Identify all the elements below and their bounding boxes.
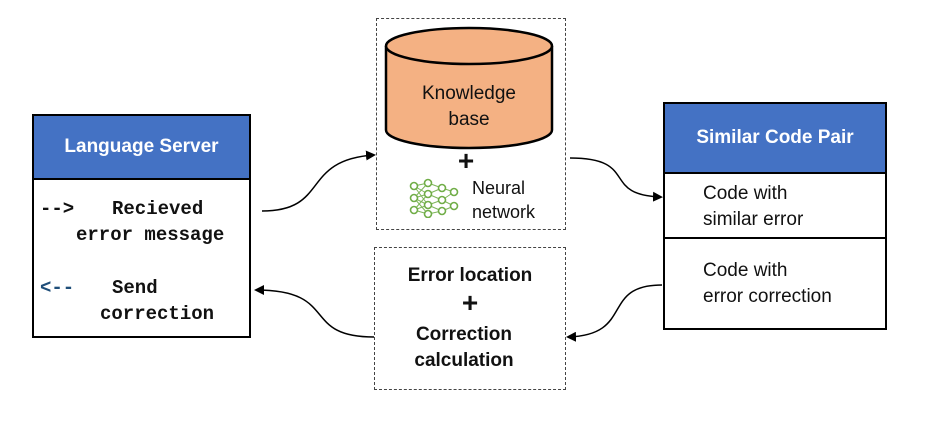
arrow-sc-to-ec <box>566 284 663 342</box>
neural-network-icon <box>409 178 459 218</box>
error-location-label: Error location <box>407 265 533 286</box>
arrow-ls-to-kb <box>261 150 376 212</box>
arrow-ec-to-ls <box>254 285 375 338</box>
error-correction-line1: Code with <box>703 260 788 281</box>
knowledge-base-label-line2: base <box>448 109 490 130</box>
similar-code-pair-title: Similar Code Pair <box>663 102 887 174</box>
correction-label-line2: calculation <box>414 350 514 371</box>
send-label-line1: Send <box>112 277 158 299</box>
correction-label-line1: Correction <box>415 324 513 345</box>
received-arrow: --> <box>40 198 75 220</box>
send-label-line2: correction <box>100 303 215 325</box>
language-server-title: Language Server <box>32 114 251 180</box>
neural-network-label-line1: Neural <box>472 178 526 198</box>
similar-code-pair-divider <box>663 237 887 239</box>
similar-error-line2: similar error <box>703 209 804 230</box>
arrow-kb-to-sc <box>569 157 663 202</box>
error-calculation-frame <box>374 247 566 390</box>
kb-plus-sign: + <box>457 145 475 176</box>
knowledge-base-label-line1: Knowledge <box>421 83 517 104</box>
neural-network-label-line2: network <box>472 202 536 222</box>
error-correction-line2: error correction <box>703 286 832 307</box>
received-label-line2: error message <box>76 224 225 246</box>
similar-error-line1: Code with <box>703 183 788 204</box>
received-label-line1: Recieved <box>112 198 204 220</box>
database-cylinder-icon <box>384 26 554 150</box>
knowledge-base-frame <box>376 18 566 230</box>
send-arrow: <-- <box>40 277 75 299</box>
error-calc-plus-sign: + <box>461 287 479 318</box>
